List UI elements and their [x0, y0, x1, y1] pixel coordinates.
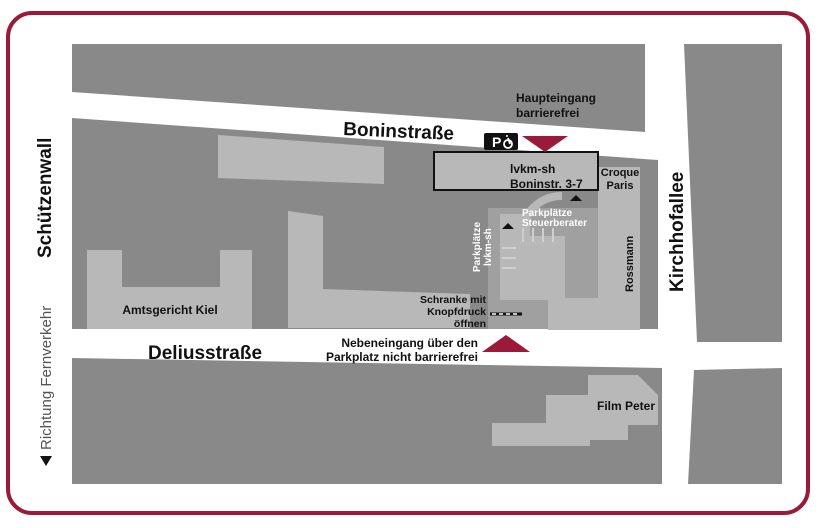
direction-label: Richtung Fernverkehr — [38, 306, 55, 450]
building-film-peter — [492, 375, 658, 446]
parking-lvkm-line2: lvkm-sh — [483, 228, 494, 266]
arrow-down-icon — [40, 456, 52, 466]
barrier-line2: Knopfdruck — [427, 306, 486, 318]
croque-line1: Croque — [601, 167, 640, 179]
barrier-line3: öffnen — [454, 318, 486, 330]
target-building-line2: Boninstr. 3-7 — [510, 177, 583, 191]
main-entrance-line1: Haupteingang — [516, 91, 596, 105]
street-kirchhofallee: Kirchhofallee — [667, 172, 688, 292]
parking-stalls — [502, 228, 554, 269]
target-building-line1: lvkm-sh — [510, 162, 555, 176]
building-target — [433, 151, 599, 191]
film-peter-label: Film Peter — [597, 399, 655, 413]
side-entrance-line2: Parkplatz nicht barrierefrei — [326, 350, 478, 364]
main-entrance-line2: barrierefrei — [516, 106, 579, 120]
block-bottom-left — [72, 358, 662, 484]
block-top-right — [684, 44, 782, 342]
block-top-left — [72, 44, 645, 132]
parking-arrow-icon — [502, 223, 514, 229]
parking-advisor-line2: Steuerberater — [522, 218, 587, 229]
street-boninstrasse: Boninstraße — [343, 119, 455, 145]
building-amtsgericht — [87, 250, 252, 329]
parking-lvkm-line1: Parkplätze — [472, 222, 483, 272]
main-entrance-marker — [522, 136, 568, 152]
building-croque-rossmann — [548, 167, 640, 330]
side-entrance-line1: Nebeneingang über den — [341, 336, 478, 350]
barrier-line1: Schranke mit — [420, 294, 486, 306]
parking-sign: P — [484, 133, 518, 150]
street-deliusstrasse: Deliusstraße — [148, 343, 262, 364]
croque-line2: Paris — [607, 180, 634, 192]
building-top-left — [218, 135, 384, 184]
rossmann-label: Rossmann — [624, 235, 636, 292]
side-entrance-marker — [482, 335, 530, 352]
courtyard-inner — [500, 214, 565, 300]
parking-sign-letter: P — [492, 134, 501, 150]
wheelchair-icon — [503, 135, 513, 149]
street-schuetzenwall: Schützenwall — [35, 138, 56, 258]
amtsgericht-label: Amtsgericht Kiel — [122, 303, 217, 317]
building-l-shape — [288, 211, 470, 328]
parking-advisor-line1: Parkplätze — [522, 208, 572, 219]
parking-arrow-advisor-icon — [570, 195, 582, 201]
block-bottom-right — [688, 368, 782, 484]
